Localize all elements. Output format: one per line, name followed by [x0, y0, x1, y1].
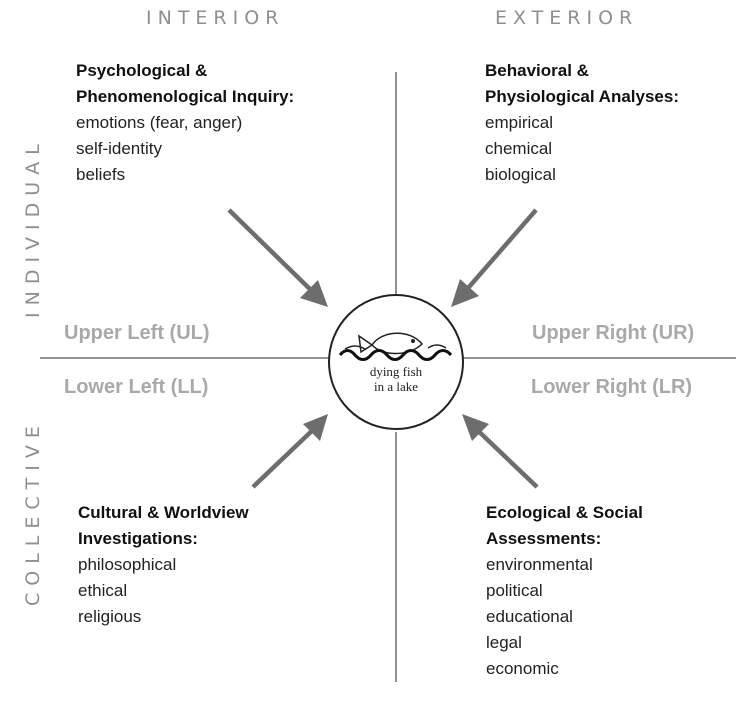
collective-side-label: COLLECTIVE — [22, 419, 44, 606]
lower-right-item: legal — [486, 633, 522, 652]
upper-right-item: empirical — [485, 113, 554, 132]
lower-right-label: Lower Right (LR) — [531, 376, 693, 398]
upper-left-title-line-2: Phenomenological Inquiry: — [76, 87, 295, 106]
upper-left-block: Psychological & Phenomenological Inquiry… — [76, 58, 294, 188]
lower-left-item: philosophical — [78, 555, 177, 574]
upper-left-label: Upper Left (UL) — [64, 322, 210, 344]
center-caption-line-1: dying fish — [369, 364, 423, 379]
interior-header: INTERIOR — [146, 7, 285, 29]
upper-right-title-line-1: Behavioral & — [485, 61, 589, 80]
upper-left-item: beliefs — [76, 165, 126, 184]
lower-right-item: environmental — [486, 555, 593, 574]
center-circle — [328, 294, 464, 430]
exterior-header: EXTERIOR — [495, 7, 639, 29]
lower-right-item: political — [486, 581, 543, 600]
lower-right-item: educational — [486, 607, 573, 626]
arrow-lower-left — [251, 414, 328, 489]
lower-right-title-line-2: Assessments: — [486, 529, 602, 548]
lower-right-block: Ecological & Social Assessments: environ… — [486, 500, 643, 682]
fish-in-water-icon — [338, 332, 453, 361]
lower-left-block: Cultural & Worldview Investigations: phi… — [78, 500, 249, 630]
upper-right-item: biological — [485, 165, 556, 184]
upper-left-title-line-1: Psychological & — [76, 61, 208, 80]
lower-left-item: ethical — [78, 581, 128, 600]
lower-left-label: Lower Left (LL) — [64, 376, 209, 398]
lower-right-item: economic — [486, 659, 559, 678]
upper-right-item: chemical — [485, 139, 553, 158]
lower-right-title-line-1: Ecological & Social — [486, 503, 643, 522]
center-caption-line-2: in a lake — [373, 379, 419, 394]
upper-right-title-line-2: Physiological Analyses: — [485, 87, 679, 106]
arrow-upper-left — [227, 208, 328, 307]
lower-left-title-line-1: Cultural & Worldview — [78, 503, 249, 522]
upper-left-item: self-identity — [76, 139, 162, 158]
arrow-upper-right — [451, 208, 538, 307]
upper-left-item: emotions (fear, anger) — [76, 113, 243, 132]
arrow-lower-right — [462, 414, 539, 489]
upper-right-label: Upper Right (UR) — [532, 322, 695, 344]
individual-side-label: INDIVIDUAL — [22, 137, 44, 318]
lower-left-item: religious — [78, 607, 142, 626]
upper-right-block: Behavioral & Physiological Analyses: emp… — [485, 58, 679, 188]
lower-left-title-line-2: Investigations: — [78, 529, 198, 548]
center-caption: dying fish in a lake — [336, 364, 456, 394]
